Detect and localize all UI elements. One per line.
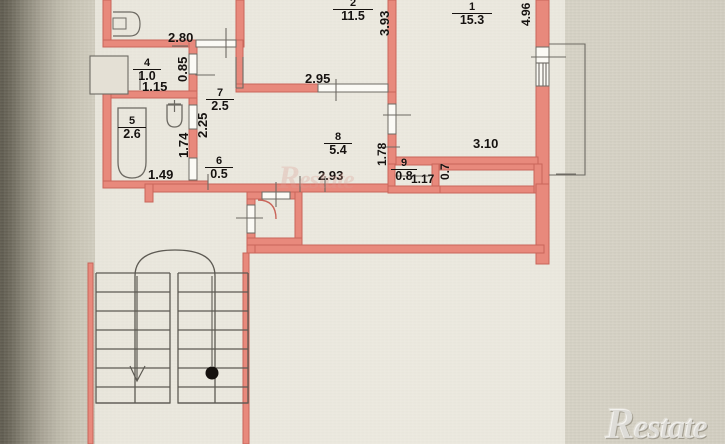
room-area: 2.6 xyxy=(118,127,146,141)
jog-detail-2 xyxy=(236,57,244,89)
room-area: 15.3 xyxy=(452,13,492,27)
room-number: 2 xyxy=(349,0,357,9)
stair-flight-right xyxy=(178,272,248,404)
dimension-2-25: 2.25 xyxy=(195,112,210,138)
opening-room7-left xyxy=(188,104,198,130)
dimension-2-95: 2.95 xyxy=(305,71,331,86)
room-number: 7 xyxy=(216,87,224,99)
appliance-box xyxy=(89,55,129,95)
opening-vestibule-left xyxy=(236,204,263,234)
room-number: 5 xyxy=(128,115,136,127)
room-label-5: 5 2.6 xyxy=(118,115,146,141)
room-number: 4 xyxy=(143,57,151,69)
stair-arrow-head xyxy=(129,365,146,383)
dimension-2-93: 2.93 xyxy=(318,168,344,183)
room-number: 9 xyxy=(400,157,408,169)
wall-corridor-jog xyxy=(235,39,244,89)
bathtub-fixture xyxy=(117,107,147,179)
landing-dot xyxy=(205,366,219,380)
opening-vestibule-top xyxy=(261,182,291,207)
wall-storage-bottom xyxy=(439,185,549,194)
wall-bath-left xyxy=(102,90,112,189)
dimension-4-96: 4.96 xyxy=(519,2,533,26)
room-label-1: 1 15.3 xyxy=(452,1,492,27)
room-label-8: 8 5.4 xyxy=(324,131,352,157)
room-label-9: 9 0.8 xyxy=(391,157,417,183)
dimension-0-7: 0.7 xyxy=(438,163,452,180)
room-area: 11.5 xyxy=(333,9,373,23)
opening-room6 xyxy=(188,157,198,181)
detail-line-layer xyxy=(89,11,586,234)
wall-right-outer-lower xyxy=(535,183,550,265)
stair-well-outline xyxy=(134,249,216,403)
plan-sheet-area xyxy=(95,0,565,444)
room-number: 6 xyxy=(215,155,223,167)
wall-left-stub xyxy=(144,183,154,203)
wall-room1-right-outer xyxy=(535,0,550,48)
dimension-1-17: 1.17 xyxy=(411,172,435,186)
door-swing-arc-upper-left xyxy=(113,11,141,37)
room-area: 2.5 xyxy=(206,99,234,113)
wall-bath-right xyxy=(188,97,198,182)
dimension-1-15: 1.15 xyxy=(142,79,168,94)
dimension-1-78: 1.78 xyxy=(375,142,389,166)
room-area: 0.5 xyxy=(205,167,233,181)
dimension-3-93: 3.93 xyxy=(377,10,392,36)
room-area: 1.0 xyxy=(133,69,161,83)
dimension-0-85: 0.85 xyxy=(175,56,190,82)
room-number: 1 xyxy=(468,1,476,13)
opening-room8-divider xyxy=(383,103,411,135)
stair-flight-left-outline xyxy=(95,273,171,404)
room-number: 8 xyxy=(334,131,342,143)
door-swing-arc-entry xyxy=(257,199,277,220)
dimension-2-80: 2.80 xyxy=(168,30,194,45)
door-marker-upper-left xyxy=(112,17,127,30)
jog-detail xyxy=(195,54,215,76)
room-label-4: 4 1.0 xyxy=(133,57,161,83)
stairwell xyxy=(95,249,249,404)
room-area: 0.8 xyxy=(391,169,417,183)
window-room8 xyxy=(317,79,389,101)
room-label-2: 2 11.5 xyxy=(333,0,373,23)
opening-wc-door xyxy=(188,53,198,75)
balcony-outline xyxy=(549,43,586,176)
dimension-1-74: 1.74 xyxy=(176,132,191,158)
room-label-7: 7 2.5 xyxy=(206,87,234,113)
stair-flight-right-outline xyxy=(177,273,249,404)
toilet-fixture xyxy=(166,104,183,128)
room-label-6: 6 0.5 xyxy=(205,155,233,181)
wall-stair-left xyxy=(87,262,94,444)
window-right-outer xyxy=(531,46,566,87)
opening-corridor-top xyxy=(195,28,237,58)
wall-vestibule-right xyxy=(294,191,303,246)
wall-bottom-main xyxy=(246,244,545,254)
wall-vestibule-bottom xyxy=(246,237,303,246)
dimension-1-49: 1.49 xyxy=(148,167,174,182)
wall-room8-bottom xyxy=(144,183,394,193)
wall-storage-top xyxy=(439,163,541,171)
wall-closet9-bottom xyxy=(387,185,441,194)
dimension-3-10: 3.10 xyxy=(473,136,499,151)
wall-upper-left-vertical xyxy=(102,0,112,43)
room-area: 5.4 xyxy=(324,143,352,157)
stair-flight-left xyxy=(96,272,170,404)
